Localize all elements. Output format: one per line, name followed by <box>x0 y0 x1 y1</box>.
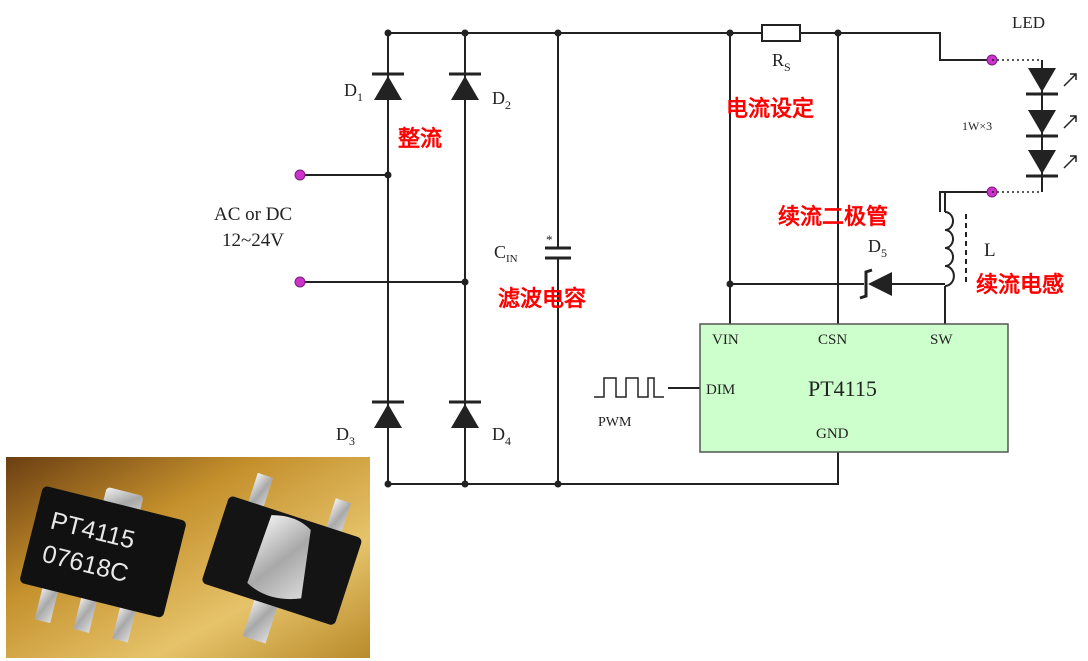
annotation-current-set: 电流设定 <box>726 96 814 122</box>
pin-vin: VIN <box>712 332 739 348</box>
pin-csn: CSN <box>818 332 847 348</box>
label-d5: D5 <box>868 236 887 260</box>
chip-2-image <box>202 472 362 644</box>
pwm-waveform-icon <box>594 377 664 398</box>
label-rs: RS <box>772 50 791 74</box>
label-d2: D2 <box>492 88 511 112</box>
inductor-wire <box>939 191 992 324</box>
component-labels: D1 D2 D3 D4 D5 AC or DC 12~24V CIN * RS … <box>214 13 1045 448</box>
pin-dim: DIM <box>706 382 735 398</box>
label-inductor: L <box>984 240 996 261</box>
annotations: 整流 滤波电容 电流设定 续流二极管 续流电感 <box>398 96 1064 312</box>
label-d4: D4 <box>492 424 511 448</box>
label-d3: D3 <box>336 424 355 448</box>
top-rail-wire <box>388 32 992 61</box>
led-3 <box>1026 150 1058 178</box>
diode-d1 <box>372 72 404 100</box>
terminals <box>294 54 998 288</box>
capacitor-cin <box>545 246 571 260</box>
inductor-l <box>944 211 967 287</box>
led-2 <box>1026 110 1058 138</box>
label-led-rating: 1W×3 <box>962 119 992 133</box>
resistor-rs <box>761 24 801 42</box>
led-emission-arrows <box>1063 73 1077 169</box>
label-input-line2: 12~24V <box>222 230 284 251</box>
label-led: LED <box>1012 13 1045 32</box>
label-cin: CIN <box>494 242 518 265</box>
diode-d5 <box>859 268 892 300</box>
diode-d3 <box>372 400 404 428</box>
wires <box>300 32 992 485</box>
pin-gnd: GND <box>816 426 849 442</box>
annotation-freewheel-diode: 续流二极管 <box>778 204 888 230</box>
label-cin-polarity: * <box>546 232 553 247</box>
label-d1: D1 <box>344 80 363 104</box>
diode-d2 <box>449 72 481 100</box>
junction-dots <box>384 29 842 488</box>
led-string <box>992 59 1077 193</box>
annotation-freewheel-inductor: 续流电感 <box>976 272 1064 298</box>
label-pwm: PWM <box>598 415 632 430</box>
input-terminal-bottom <box>294 276 306 288</box>
pin-sw: SW <box>930 332 953 348</box>
ic-name: PT4115 <box>808 376 877 401</box>
label-input-line1: AC or DC <box>214 204 292 225</box>
input-terminal-top <box>294 169 306 181</box>
bottom-rail-wire <box>388 452 839 485</box>
diode-d4 <box>449 400 481 428</box>
annotation-rectifier: 整流 <box>398 126 442 152</box>
led-1 <box>1026 68 1058 96</box>
chip-photo: PT4115 07618C <box>6 457 370 658</box>
chip-1-image: PT4115 07618C <box>20 486 186 643</box>
ic-pt4115 <box>699 323 1009 453</box>
annotation-filter-cap: 滤波电容 <box>498 286 586 312</box>
